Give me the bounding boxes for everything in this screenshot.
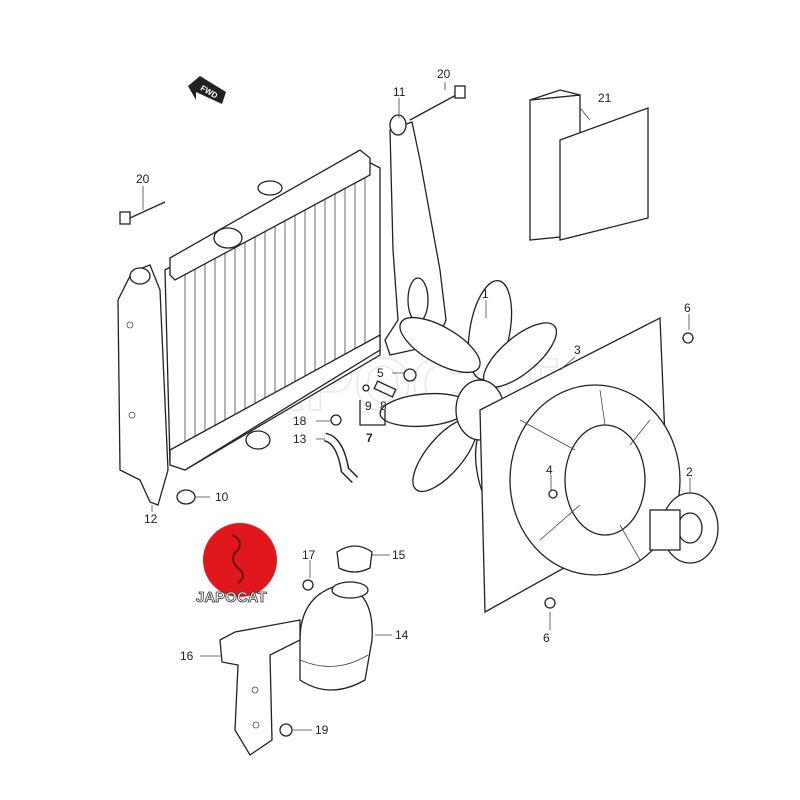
callout-16: 16 [180, 649, 194, 663]
callout-12: 12 [144, 512, 158, 526]
bracket-7 [359, 400, 386, 426]
callout-11: 11 [393, 85, 406, 99]
logo-text: JAPOCAT [196, 589, 267, 606]
bolt-20-top [409, 85, 466, 121]
callout-4: 4 [546, 463, 553, 477]
callout-15: 15 [392, 548, 406, 562]
sensor-8 [373, 380, 397, 398]
bracket-right [384, 114, 447, 356]
clip-18 [330, 414, 342, 426]
callout-6-bottom: 6 [543, 631, 550, 645]
fan-shroud [479, 316, 681, 614]
bolt-4 [548, 489, 558, 499]
callout-14: 14 [395, 628, 409, 642]
callout-1: 1 [482, 287, 489, 301]
reservoir-bracket [219, 619, 301, 756]
callout-19: 19 [315, 723, 329, 737]
callout-13: 13 [293, 432, 307, 446]
radiator-fins [184, 175, 366, 455]
callout-17: 17 [302, 548, 316, 562]
hose-13 [323, 432, 359, 484]
bolt-6-bottom [544, 597, 556, 609]
callout-20-top: 20 [437, 67, 451, 81]
fwd-arrow-icon: FWD [188, 76, 226, 104]
callout-7: 7 [366, 431, 373, 445]
fan-motor [649, 492, 719, 564]
callout-3: 3 [574, 343, 581, 357]
callout-2: 2 [686, 465, 693, 479]
leader-lines [142, 82, 691, 731]
callout-6-top: 6 [684, 301, 691, 315]
grommet-5 [403, 368, 417, 382]
reservoir-cap [336, 545, 373, 573]
module-box [529, 89, 649, 241]
callout-20-left: 20 [136, 172, 150, 186]
radiator [164, 149, 381, 471]
japocat-logo: JAPOCAT [196, 523, 277, 606]
washer-9 [362, 384, 370, 392]
bolt-20-left [119, 201, 166, 225]
callout-5: 5 [377, 366, 384, 380]
reservoir-tank [299, 581, 373, 691]
cushion-10 [176, 489, 196, 505]
bracket-left [117, 264, 169, 506]
bolt-17 [302, 579, 314, 591]
bolt-19 [279, 723, 293, 737]
callout-9: 9 [365, 399, 372, 413]
callout-8: 8 [380, 399, 387, 413]
bolt-6-top [682, 332, 694, 344]
callout-21: 21 [598, 91, 612, 105]
callout-10: 10 [215, 490, 229, 504]
callout-18: 18 [293, 414, 307, 428]
